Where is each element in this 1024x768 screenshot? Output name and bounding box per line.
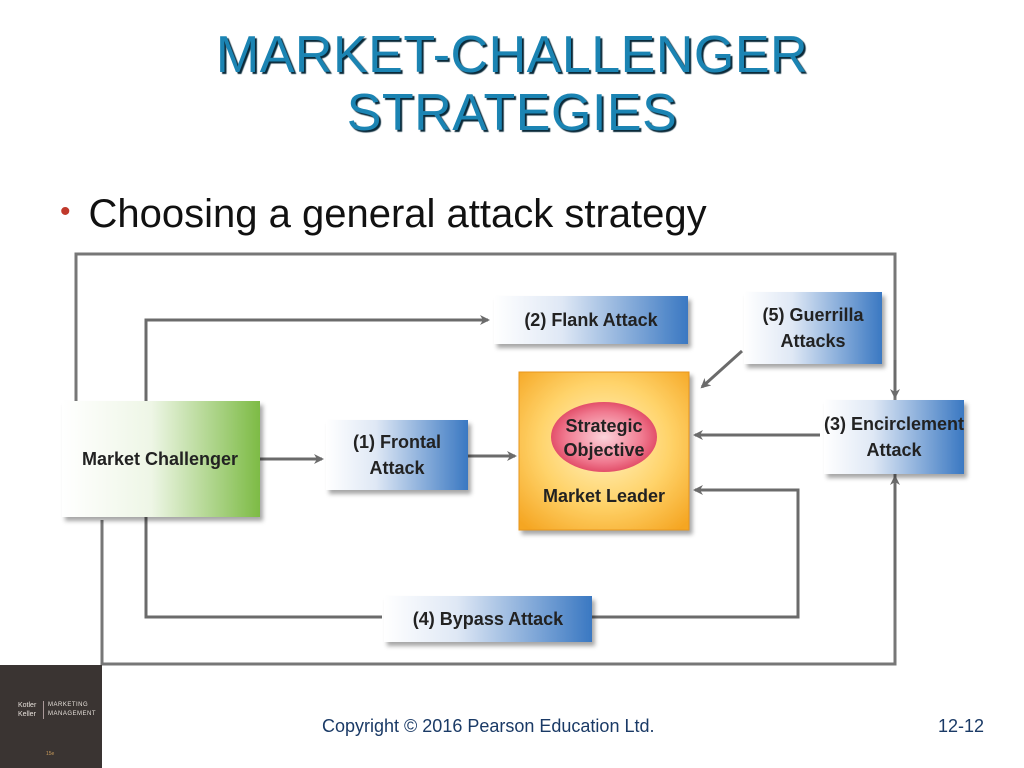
market-challenger-box: Market Challenger (62, 401, 260, 517)
strategic-objective-ellipse (551, 402, 657, 472)
bullet-item: • Choosing a general attack strategy (60, 192, 707, 237)
slide-title: MARKET-CHALLENGER STRATEGIES (0, 26, 1024, 142)
flank-attack-label: (2) Flank Attack (524, 310, 658, 330)
logo-authors: Kotler Keller (18, 701, 36, 719)
flank-attack-box: (2) Flank Attack (494, 296, 688, 344)
logo-book-title: MARKETING MANAGEMENT (48, 701, 96, 719)
guerrilla-to-leader-arrow (700, 349, 744, 389)
market-challenger-label: Market Challenger (82, 449, 238, 469)
title-line-2: STRATEGIES (346, 84, 678, 142)
market-leader-label: Market Leader (543, 486, 665, 506)
market-leader-box: Strategic Objective Market Leader (518, 371, 690, 531)
logo-book-line-2: MANAGEMENT (48, 711, 97, 717)
page-number: 12-12 (938, 716, 985, 736)
frontal-attack-label-line1: (1) Frontal (353, 432, 441, 452)
logo-separator (43, 701, 44, 719)
bypass-attack-box: (4) Bypass Attack (384, 596, 592, 642)
logo-author-2: Keller (18, 711, 36, 718)
challenger-to-bypass-connector (144, 517, 382, 619)
bullet-text: Choosing a general attack strategy (88, 192, 707, 236)
footer-copyright: Copyright © 2016 Pearson Education Ltd. (322, 716, 655, 736)
encirclement-attack-box: (3) Encirclement Attack (824, 400, 964, 474)
strategic-objective-label-line1: Strategic (565, 416, 642, 436)
kotler-keller-book-logo: Kotler Keller MARKETING MANAGEMENT 15e (0, 665, 102, 768)
guerrilla-attacks-label-line2: Attacks (780, 331, 845, 351)
bypass-to-leader-connector (592, 485, 800, 619)
frontal-attack-box: (1) Frontal Attack (326, 420, 468, 490)
bullet-dot-icon: • (60, 195, 71, 229)
frontal-attack-label-line2: Attack (369, 458, 425, 478)
logo-edition: 15e (46, 751, 55, 757)
encirclement-attack-label-line1: (3) Encirclement (824, 414, 964, 434)
strategic-objective-label-line2: Objective (563, 440, 644, 460)
guerrilla-attacks-box: (5) Guerrilla Attacks (744, 292, 882, 364)
guerrilla-attacks-label-line1: (5) Guerrilla (762, 305, 864, 325)
logo-author-1: Kotler (18, 702, 37, 709)
logo-book-line-1: MARKETING (48, 702, 89, 708)
encirclement-attack-label-line2: Attack (866, 440, 922, 460)
bypass-attack-label: (4) Bypass Attack (413, 609, 564, 629)
flank-connector (144, 315, 490, 401)
title-line-1: MARKET-CHALLENGER (215, 26, 809, 84)
